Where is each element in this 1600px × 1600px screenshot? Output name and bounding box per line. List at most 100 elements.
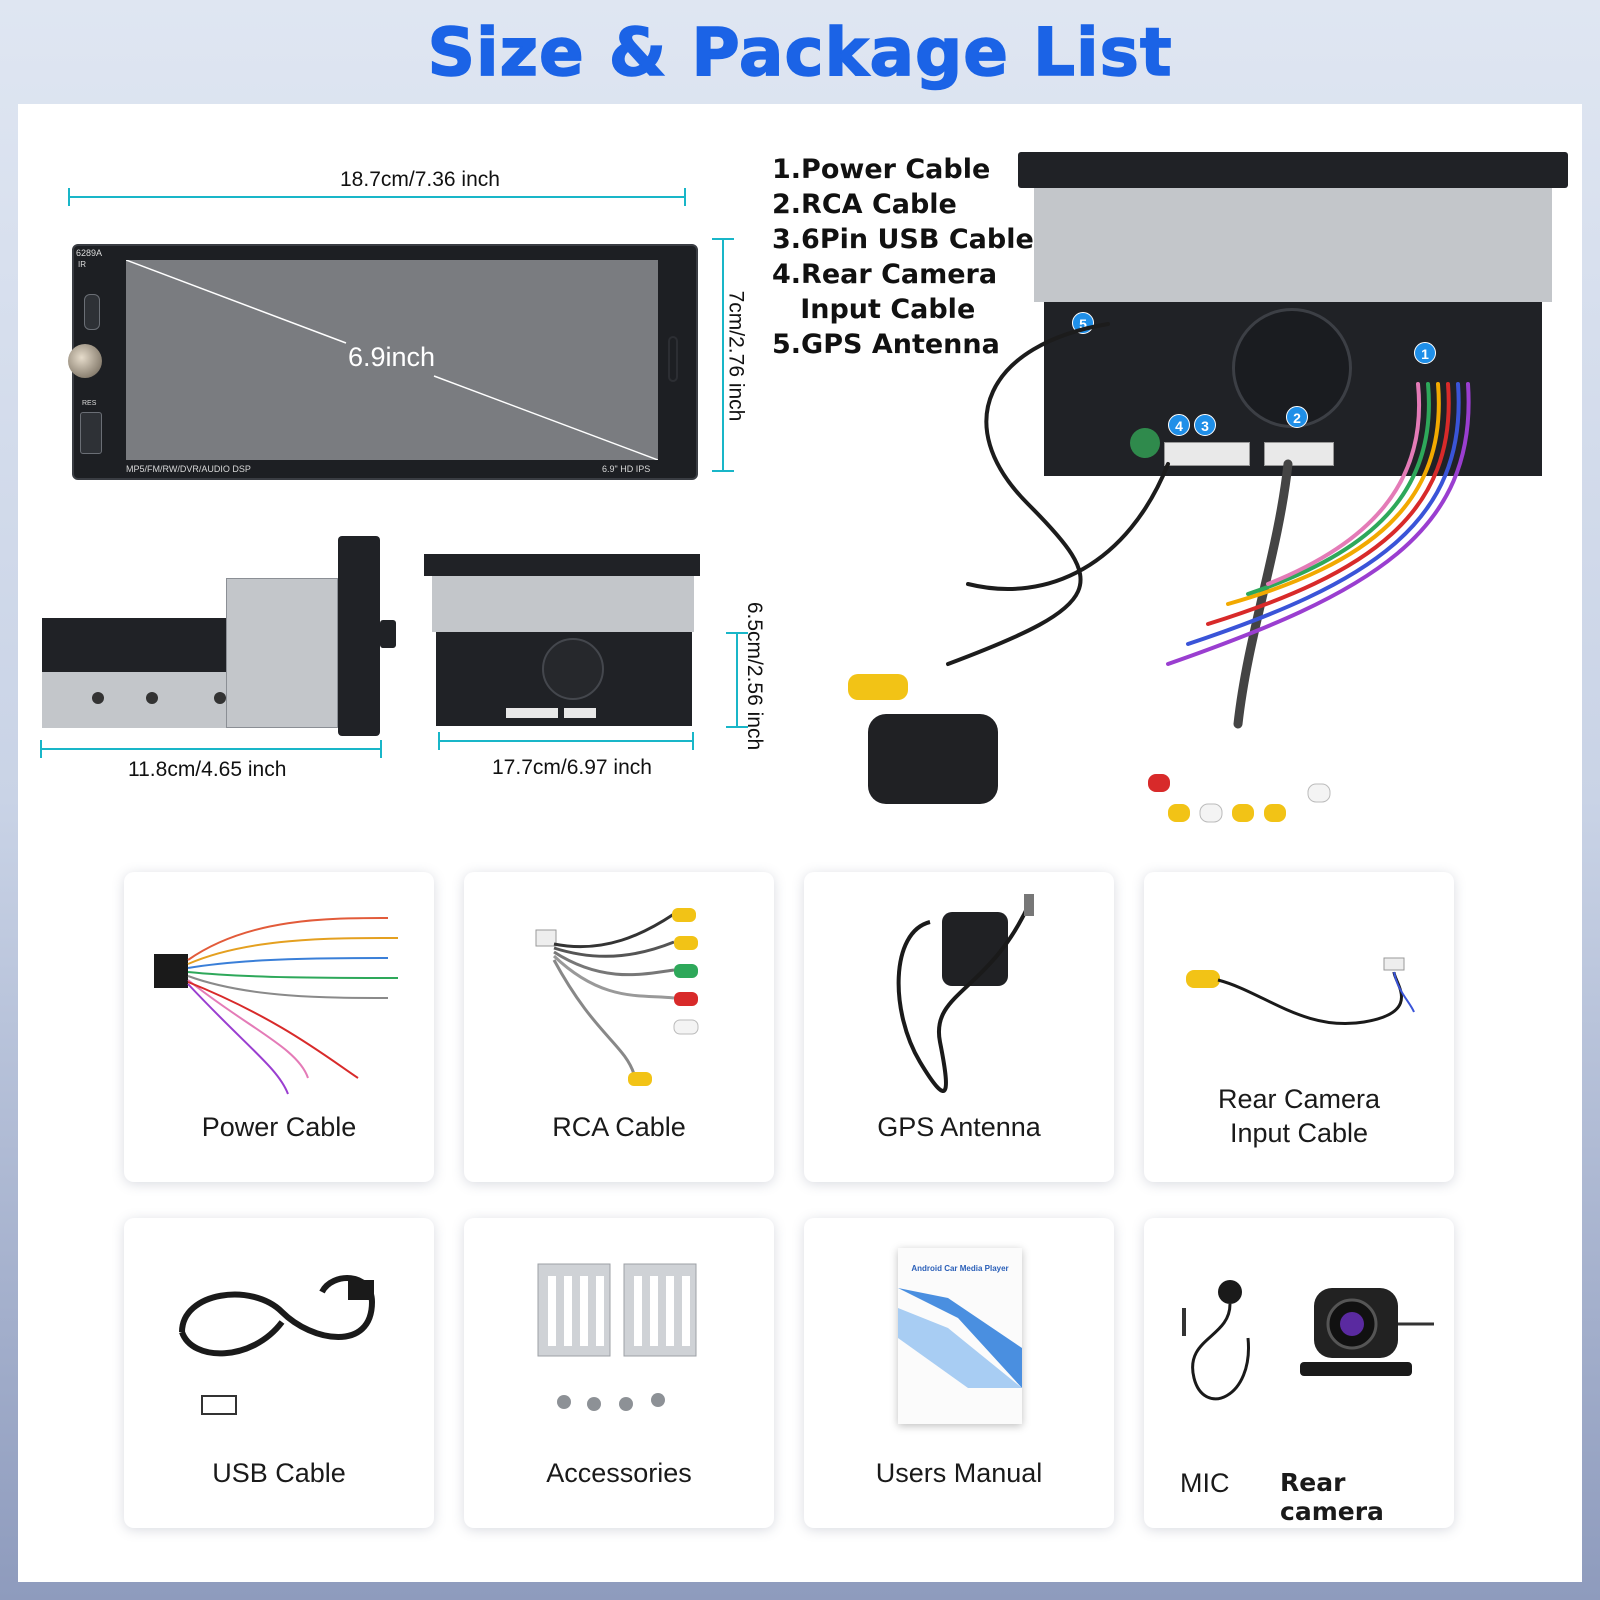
front-height-cap-top [712,238,734,240]
wire-pink [1266,382,1422,586]
diagonal-line-b [433,375,658,460]
usb-cable-icon [179,1275,376,1415]
connection-item: 4.Rear Camera [772,259,998,290]
camera-label: Rear camera [1280,1468,1384,1526]
side-view-knob [380,620,396,648]
package-label: USB Cable [212,1458,346,1488]
package-label-line1: Rear Camera [1217,1084,1381,1114]
manual-icon: Android Car Media Player [898,1248,1022,1424]
side-screw-3 [214,692,226,704]
connection-item: 5.GPS Antenna [772,329,1000,360]
package-label: GPS Antenna [877,1112,1041,1142]
rear-fan [542,638,604,700]
package-label: Power Cable [201,1112,357,1142]
package-card-mic-camera: MIC Rear camera [1144,1218,1454,1528]
badge-1: 1 [1414,342,1436,364]
mic-label: MIC [1180,1468,1230,1498]
badge-3: 3 [1194,414,1216,436]
package-card-rca-cable: RCA Cable [464,872,774,1182]
connection-item: 2.RCA Cable [772,189,957,220]
home-indicator [668,336,678,382]
side-screw-2 [146,692,158,704]
package-card-users-manual: Android Car Media Player Users Manual [804,1218,1114,1528]
rear-camera-input-cable-icon [1186,957,1415,1025]
camera-rca-plug [848,674,908,700]
accessories-icon [537,1263,697,1411]
big-rear-top [1018,152,1568,188]
power-cable-icon [154,917,399,1095]
package-label: RCA Cable [552,1112,686,1142]
rear-connector-a [506,708,558,718]
features-text: MP5/FM/RW/DVR/AUDIO DSP [126,464,251,474]
res-label: RES [82,400,97,407]
side-view-bracket [226,578,338,728]
badge-2: 2 [1286,406,1308,428]
big-connector-rca [1264,442,1334,466]
wire-green [1246,382,1431,596]
mic-and-camera-icon [1182,1280,1434,1401]
wire-purple [1166,382,1471,666]
connection-item: Input Cable [772,294,976,325]
model-label: 6289A [76,248,103,258]
rca-cable-icon [535,908,699,1086]
connection-item: 3.6Pin USB Cable [772,224,1034,255]
page-title: Size & Package List [427,13,1173,92]
front-height-label: 7cm/2.76 inch [724,290,748,422]
front-width-line [68,196,686,198]
side-depth-line [40,748,382,750]
ir-label: IR [78,260,86,269]
rear-view-top [424,554,700,576]
front-width-label: 18.7cm/7.36 inch [340,168,500,191]
side-screw-1 [92,692,104,704]
gps-cable [946,322,1110,666]
front-height-cap-bottom [712,470,734,472]
front-height-line [722,238,724,472]
package-card-gps-antenna: GPS Antenna [804,872,1114,1182]
content-panel: 18.7cm/7.36 inch 7cm/2.76 inch 6289A IR … [18,104,1582,1582]
package-label: Rear Camera Input Cable [1144,1082,1454,1150]
screen-size-label: 6.9inch [348,342,436,372]
wire-blue [1186,382,1461,646]
screen-spec-text: 6.9" HD IPS [602,464,651,474]
front-width-cap-right [684,188,686,206]
big-rear-metal [1034,188,1552,302]
side-depth-label: 11.8cm/4.65 inch [128,758,287,781]
cables-illustration [848,322,1471,823]
rear-height-label: 6.5cm/2.56 inch [743,601,767,751]
gps-antenna-block [868,714,998,804]
mic-head [1218,1280,1242,1304]
wire-yellow [1226,382,1441,606]
package-card-usb-cable: USB Cable [124,1218,434,1528]
diagonal-line-a [126,260,347,344]
volume-knob [68,344,102,378]
connection-list: 1.Power Cable 2.RCA Cable 3.6Pin USB Cab… [772,152,1034,362]
unit-screen: 6.9inch [126,260,658,460]
rear-view-metal [432,576,694,632]
usb-connector-glyph [201,1395,237,1415]
big-connector-usb [1164,442,1250,466]
side-depth-cap-left [40,740,42,758]
package-card-accessories: Accessories [464,1218,774,1528]
rear-width-cap-left [438,732,440,750]
rear-height-line [736,632,738,728]
rear-connector-b [564,708,596,718]
rear-height-cap-top [726,632,748,634]
manual-cover-art [898,1288,1022,1388]
gps-port [1130,428,1160,458]
package-card-power-cable: Power Cable [124,872,434,1182]
side-depth-cap-right [380,740,382,758]
head-unit-front: 6289A IR RES 6.9inch MP5/FM/RW/DVR/AUDIO… [68,244,698,480]
side-view-chassis-metal [42,672,238,728]
connection-item: 1.Power Cable [772,154,991,185]
package-label: Users Manual [875,1458,1043,1488]
rear-height-cap-bottom [726,726,748,728]
rear-width-label: 17.7cm/6.97 inch [492,756,652,779]
camera-cable [966,462,1170,591]
side-view-faceplate [338,536,380,736]
rca-plugs [1148,774,1331,823]
front-width-cap-left [68,188,70,206]
mode-button [84,294,100,330]
badge-4: 4 [1168,414,1190,436]
rear-width-cap-right [692,732,694,750]
rear-width-line [438,740,694,742]
